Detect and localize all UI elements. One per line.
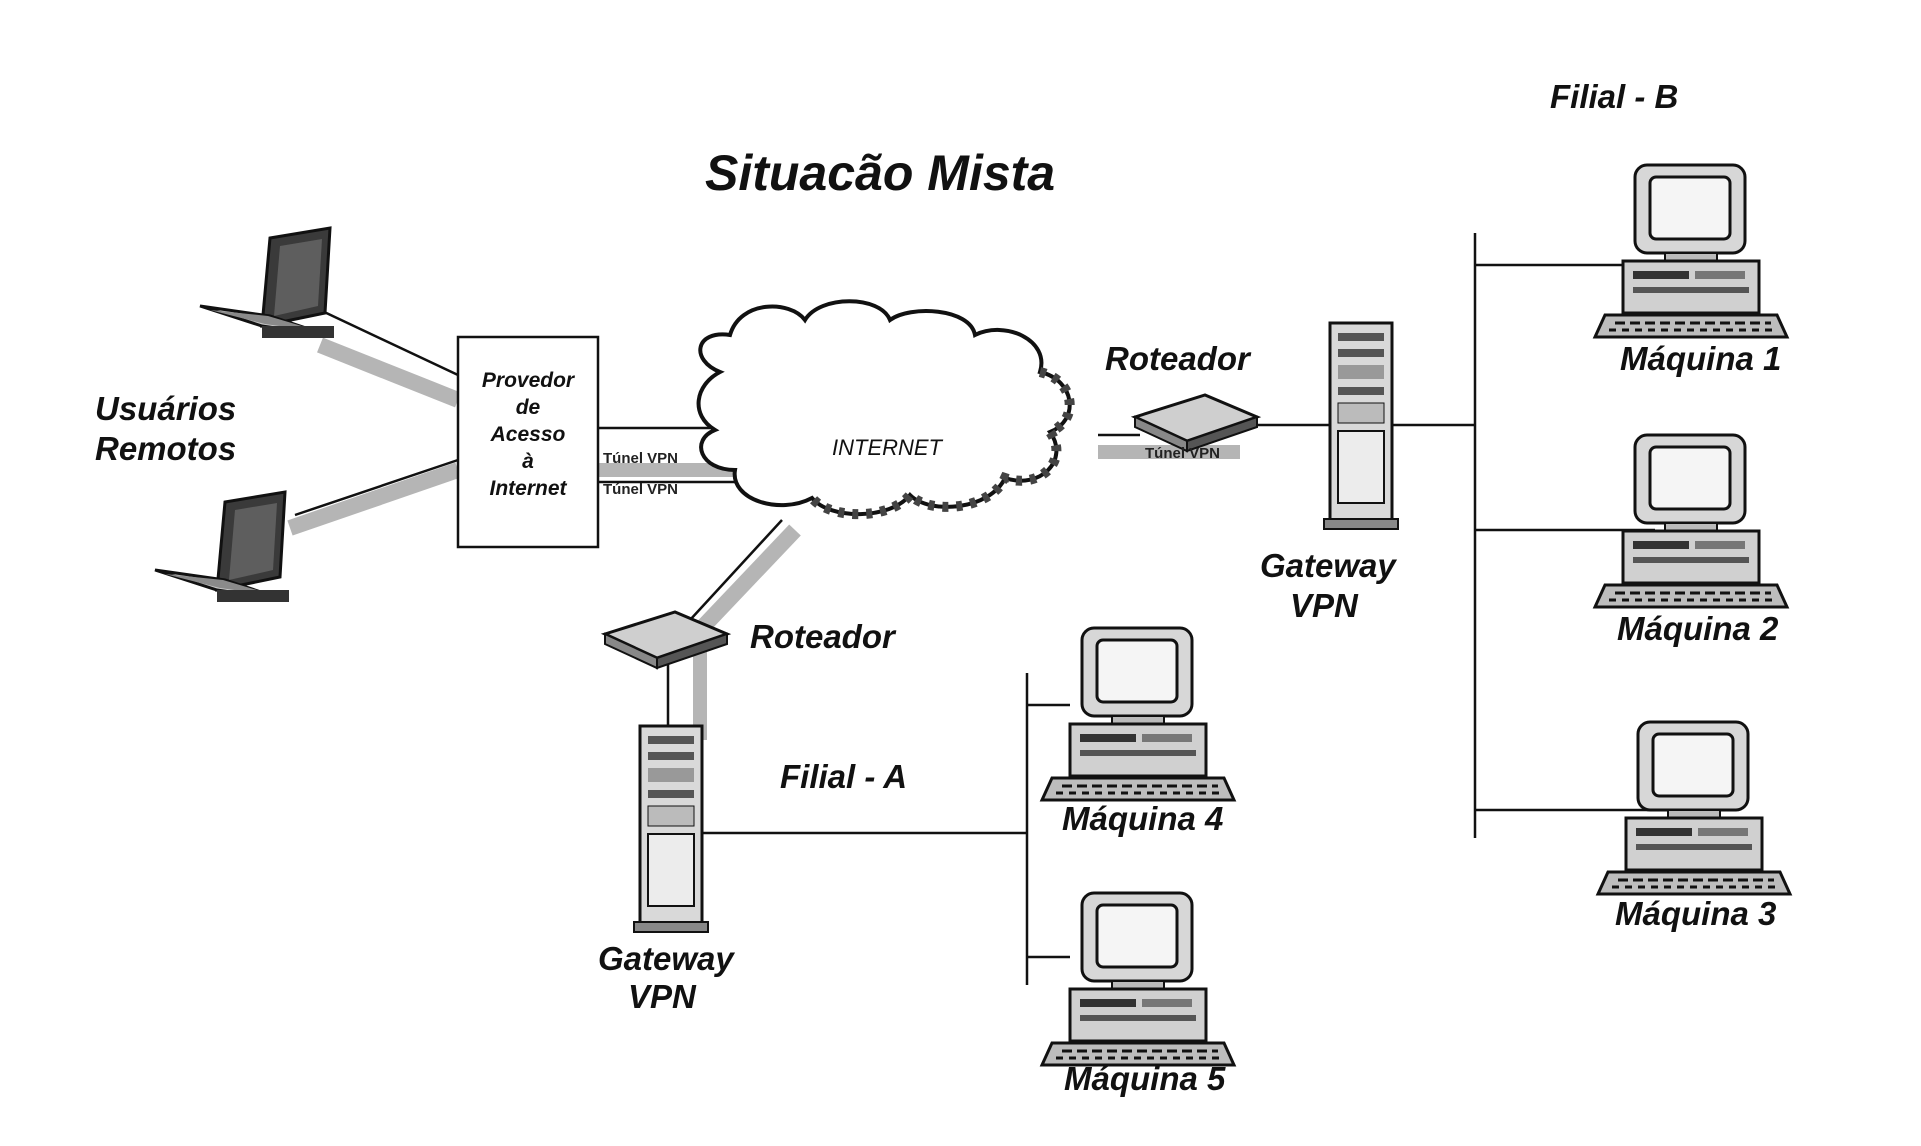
- remote-users-label: Remotos: [95, 430, 236, 467]
- laptop-icon: [153, 490, 291, 604]
- branch-a-label: Filial - A: [780, 758, 907, 795]
- machine-label: Máquina 2: [1617, 610, 1779, 647]
- machine-label: Máquina 3: [1615, 895, 1776, 932]
- desktop-computer-icon: [1040, 891, 1236, 1067]
- provider-label: Acesso: [490, 423, 566, 446]
- gateway-vpn-label: Gateway: [598, 940, 735, 977]
- network-links: [294, 233, 1655, 985]
- provider-label: Provedor: [482, 369, 576, 392]
- provider-label: de: [516, 396, 541, 419]
- server-tower-icon: [632, 724, 710, 934]
- desktop-computer-icon: [1040, 626, 1236, 802]
- desktop-computer-icon: [1593, 433, 1789, 609]
- router-label: Roteador: [1105, 340, 1252, 377]
- remote-users-label: Usuários: [95, 390, 236, 427]
- vpn-tunnel-label: Túnel VPN: [1145, 445, 1220, 462]
- server-tower-icon: [1322, 321, 1400, 531]
- provider-label: à: [522, 450, 534, 473]
- desktop-computer-icon: [1596, 720, 1792, 896]
- branch-b-label: Filial - B: [1550, 78, 1678, 115]
- machine-label: Máquina 5: [1064, 1060, 1226, 1097]
- vpn-tunnel-label: Túnel VPN: [603, 450, 678, 467]
- vpn-tunnel-bands: [287, 337, 1240, 740]
- internet-label: INTERNET: [832, 435, 944, 460]
- router-icon: [1133, 393, 1259, 453]
- vpn-tunnel-label: Túnel VPN: [603, 481, 678, 498]
- router-label: Roteador: [750, 618, 897, 655]
- laptop-icon: [198, 226, 336, 340]
- diagram-title: Situacão Mista: [705, 145, 1055, 201]
- provider-label: Internet: [489, 477, 567, 500]
- gateway-vpn-label: Gateway: [1260, 547, 1397, 584]
- internet-provider-box: [456, 335, 600, 549]
- machine-label: Máquina 4: [1062, 800, 1223, 837]
- desktop-computer-icon: [1593, 163, 1789, 339]
- gateway-vpn-label: VPN: [1290, 587, 1359, 624]
- cloud-icon: [696, 299, 1075, 520]
- gateway-vpn-label: VPN: [628, 978, 697, 1015]
- machine-label: Máquina 1: [1620, 340, 1781, 377]
